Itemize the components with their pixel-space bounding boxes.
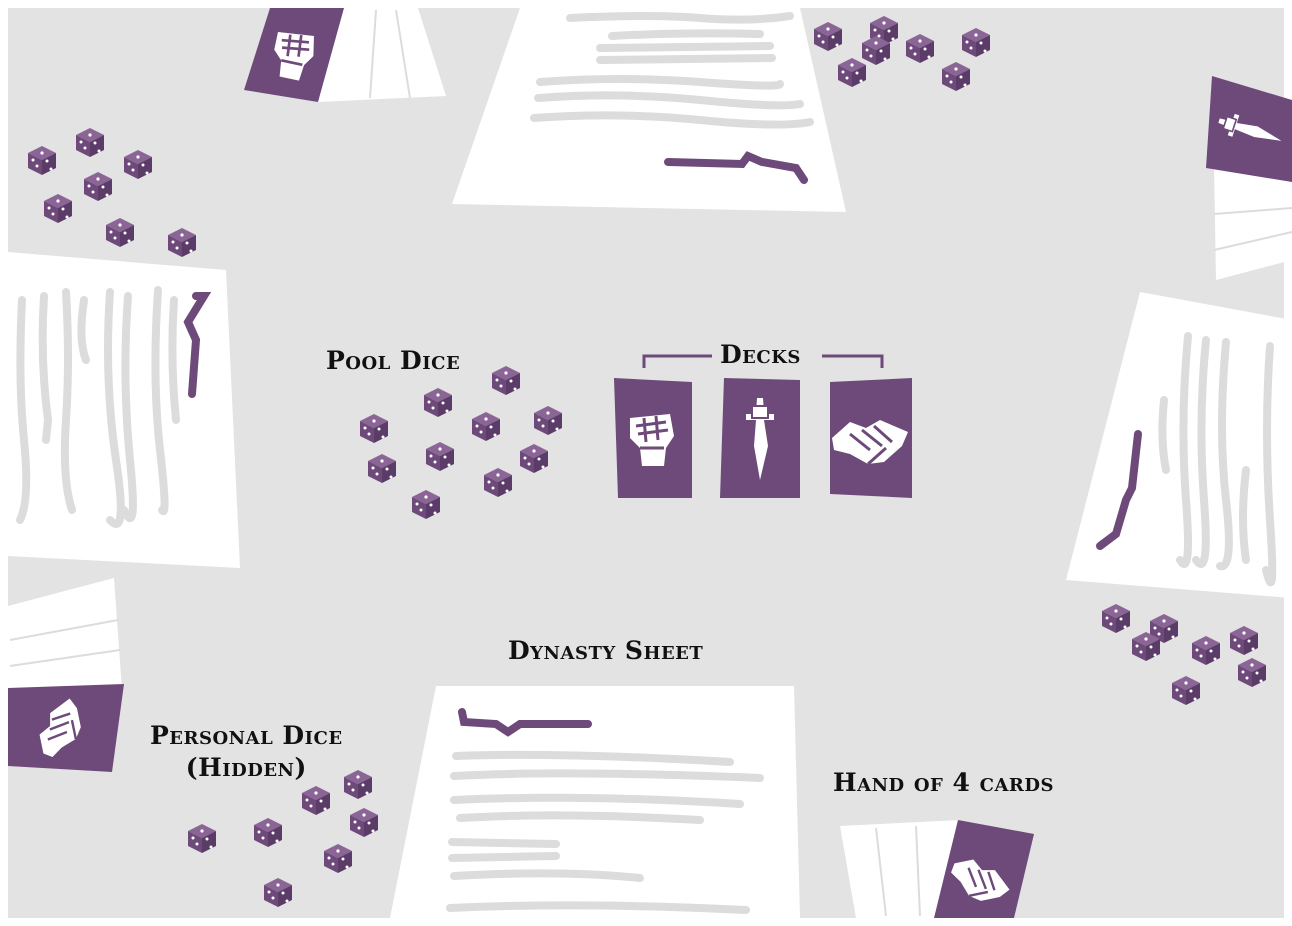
personal-dice-label-line2: (Hidden) [150, 752, 343, 784]
pool-dice-label: Pool Dice [326, 346, 460, 375]
hand-left [8, 578, 124, 772]
hand-top [244, 8, 446, 102]
dynasty-sheet-top [452, 8, 846, 212]
dynasty-sheet-label: Dynasty Sheet [508, 636, 703, 665]
dynasty-sheet-left [8, 252, 240, 568]
hand-right [1206, 76, 1292, 280]
hand-label: Hand of 4 cards [833, 768, 1054, 797]
deck-fist [614, 378, 692, 498]
deck-dagger [720, 378, 800, 498]
decks-label: Decks [720, 340, 801, 369]
dynasty-sheet-bottom [390, 686, 800, 918]
deck-handshake [830, 378, 912, 498]
personal-dice-label-line1: Personal Dice [150, 720, 343, 752]
hand-bottom [840, 820, 1034, 918]
personal-dice-label: Personal Dice (Hidden) [150, 720, 343, 784]
